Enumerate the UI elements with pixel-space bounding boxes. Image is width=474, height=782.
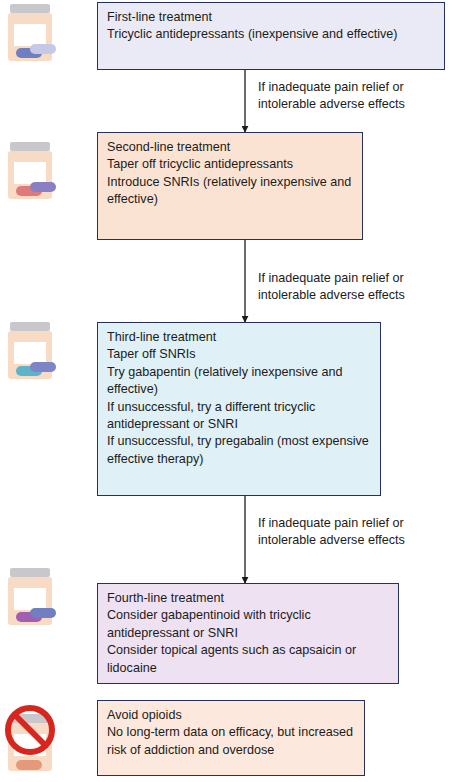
flow-arrow [244,70,245,132]
process-box: First-line treatmentTricyclic antidepres… [97,2,445,70]
arrow-label: If inadequate pain relief or intolerable… [258,270,463,304]
pill-bottle [8,322,56,379]
no-opioid-sign [8,708,52,771]
box-text: Tricyclic antidepressants (inexpensive a… [107,26,438,43]
arrow-label: If inadequate pain relief or intolerable… [258,79,463,113]
pill-bottle [8,4,56,61]
box-text: If unsuccessful, try pregabalin (most ex… [107,433,374,468]
process-box: Avoid opioidsNo long-term data on effica… [97,700,365,776]
box-text: Try gabapentin (relatively inexpensive a… [107,364,374,399]
box-text: If unsuccessful, try a different tricycl… [107,399,374,434]
box-text: Consider topical agents such as capsaici… [107,642,392,677]
box-text: Taper off SNRIs [107,346,374,363]
box-text: Consider gabapentinoid with tricyclic an… [107,607,392,642]
pill-bottle [8,568,56,625]
box-heading: Third-line treatment [107,329,374,346]
process-box: Third-line treatmentTaper off SNRIsTry g… [97,322,381,496]
box-text: Introduce SNRIs (relatively inexpensive … [107,174,356,209]
box-text: Taper off tricyclic antidepressants [107,156,356,173]
pill-bottle [8,142,56,199]
flow-arrow [244,240,245,322]
box-text: No long-term data on efficacy, but incre… [107,724,358,759]
process-box: Fourth-line treatmentConsider gabapentin… [97,583,399,684]
box-heading: Avoid opioids [107,707,358,724]
box-heading: Second-line treatment [107,139,356,156]
flow-arrow [244,496,245,583]
arrow-label: If inadequate pain relief or intolerable… [258,515,463,549]
box-heading: First-line treatment [107,9,438,26]
process-box: Second-line treatmentTaper off tricyclic… [97,132,363,240]
box-heading: Fourth-line treatment [107,590,392,607]
